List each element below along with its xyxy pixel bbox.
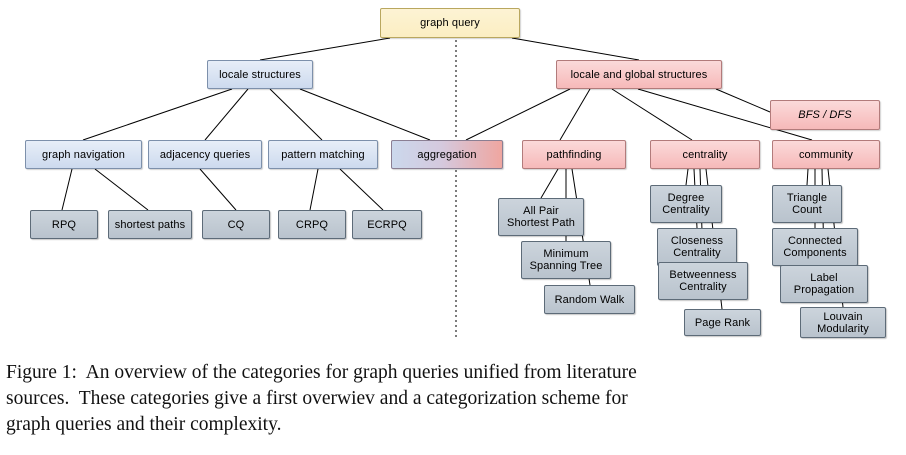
- node-adjacency-queries: adjacency queries: [148, 140, 262, 169]
- edge-locale-and-global-structures-to-bfs-dfs: [715, 88, 771, 113]
- node-rpq: RPQ: [30, 210, 98, 239]
- edge-locale-structures-to-aggregation: [299, 88, 431, 141]
- edge-locale-structures-to-pattern-matching: [269, 88, 323, 141]
- node-degree-centrality: Degree Centrality: [650, 185, 722, 223]
- edge-community-to-triangle-count: [806, 168, 809, 186]
- node-community: community: [772, 140, 880, 169]
- node-graph-query: graph query: [380, 8, 520, 38]
- node-page-rank: Page Rank: [684, 309, 761, 336]
- edge-pattern-matching-to-crpq: [309, 168, 319, 211]
- edge-locale-and-global-structures-to-aggregation: [465, 88, 571, 141]
- node-aggregation: aggregation: [391, 140, 503, 169]
- edge-graph-navigation-to-rpq: [61, 168, 73, 211]
- node-shortest-paths: shortest paths: [108, 210, 192, 239]
- node-connected-components: Connected Components: [772, 228, 858, 266]
- edge-pathfinding-to-all-pair-shortest-path: [540, 168, 559, 199]
- edge-layer: [61, 37, 844, 340]
- caption-line-1: Figure 1: An overview of the categories …: [6, 362, 637, 383]
- node-all-pair-shortest-path: All Pair Shortest Path: [498, 198, 584, 236]
- node-pathfinding: pathfinding: [522, 140, 626, 169]
- edge-locale-and-global-structures-to-pathfinding: [559, 88, 591, 141]
- node-ecrpq: ECRPQ: [352, 210, 422, 239]
- edge-graph-navigation-to-shortest-paths: [94, 168, 149, 211]
- node-graph-navigation: graph navigation: [25, 140, 142, 169]
- node-cq: CQ: [202, 210, 270, 239]
- caption-line-2: sources. These categories give a first o…: [6, 388, 628, 409]
- caption-line-3: graph queries and their complexity.: [6, 414, 282, 435]
- node-locale-structures: locale structures: [207, 60, 313, 89]
- node-louvain-modularity: Louvain Modularity: [800, 307, 886, 338]
- graph-query-taxonomy-diagram: graph query locale structures locale and g…: [25, 8, 886, 340]
- node-label-propagation: Label Propagation: [780, 265, 868, 303]
- node-bfs-dfs: BFS / DFS: [770, 100, 880, 130]
- node-closeness-centrality: Closeness Centrality: [657, 228, 737, 266]
- node-triangle-count: Triangle Count: [772, 185, 842, 223]
- node-locale-and-global-structures: locale and global structures: [556, 60, 722, 89]
- edge-graph-query-to-locale-and-global-structures: [511, 37, 640, 61]
- edge-locale-and-global-structures-to-community: [637, 88, 813, 141]
- edge-locale-structures-to-adjacency-queries: [204, 88, 249, 141]
- edge-graph-query-to-locale-structures: [259, 37, 391, 61]
- edge-locale-structures-to-graph-navigation: [82, 88, 233, 141]
- node-crpq: CRPQ: [278, 210, 346, 239]
- node-minimum-spanning-tree: Minimum Spanning Tree: [521, 241, 611, 279]
- node-random-walk: Random Walk: [544, 285, 635, 314]
- figure-caption: Figure 1: An overview of the categories …: [6, 360, 900, 438]
- edge-adjacency-queries-to-cq: [199, 168, 237, 211]
- node-pattern-matching: pattern matching: [268, 140, 378, 169]
- edge-locale-and-global-structures-to-centrality: [611, 88, 693, 141]
- node-centrality: centrality: [650, 140, 760, 169]
- node-betweenness-centrality: Betweenness Centrality: [658, 262, 748, 300]
- edge-pattern-matching-to-ecrpq: [339, 168, 384, 211]
- edge-centrality-to-degree-centrality: [685, 168, 689, 186]
